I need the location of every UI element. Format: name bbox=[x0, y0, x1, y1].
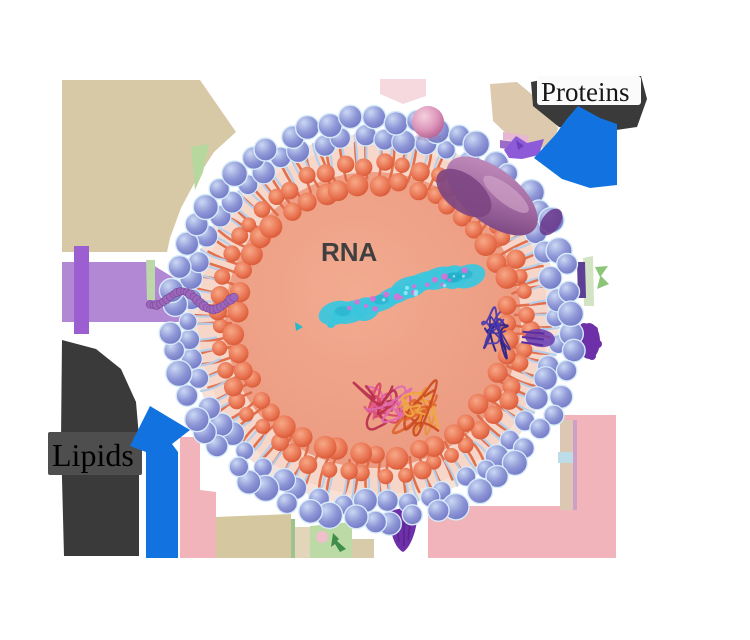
proteins-label: Proteins bbox=[541, 77, 630, 107]
lipids-label: Lipids bbox=[52, 437, 134, 473]
rna-label: RNA bbox=[321, 237, 378, 267]
background-artifacts bbox=[48, 76, 647, 558]
membrane-proteins bbox=[145, 106, 563, 348]
core-contents bbox=[295, 264, 511, 437]
proteins-arrow-icon bbox=[534, 106, 617, 188]
lipids-arrow-icon bbox=[130, 406, 190, 558]
lipid-bilayer bbox=[158, 104, 586, 536]
